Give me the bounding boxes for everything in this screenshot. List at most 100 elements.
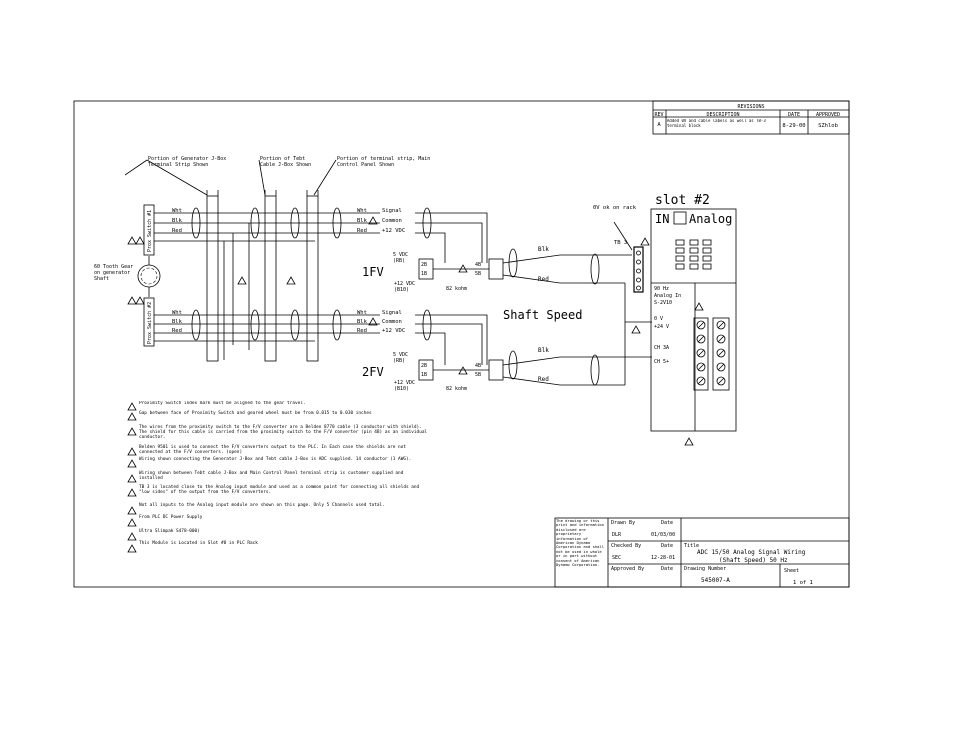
conv1-rb: (RB) <box>393 258 405 264</box>
drawing-number: 545007-A <box>701 577 730 584</box>
lower-wiring: Wht Blk Red Wht Blk Red Signal Common +1… <box>154 309 488 365</box>
cable-red-2: Red <box>538 376 549 383</box>
rev-description: Added 0V and cable labels as well as TB-… <box>667 119 766 128</box>
upper-wiring: Wht Blk Red Wht Blk Red Signal Common +1… <box>154 207 488 360</box>
tb3-label: TB 3 <box>614 240 627 246</box>
module-90hz: 90 Hz <box>654 286 669 292</box>
drawing-number-label: Drawing Number <box>684 566 726 572</box>
title-line-1: ADC 15/50 Analog Signal Wiring <box>697 549 806 556</box>
module-ch5: CH 5+ <box>654 359 669 365</box>
conv1-4b: 4B <box>475 262 481 268</box>
prox-switch-1-label: Prox Switch #1 <box>147 210 153 252</box>
common-2: Common <box>382 319 402 325</box>
title-line-2: (Shaft Speed) 50 Hz <box>719 557 788 564</box>
converter-2fv-name: 2FV <box>362 365 384 379</box>
output-cables: Blk Red Blk Red <box>502 221 652 386</box>
checked-date-label: Date <box>661 543 673 549</box>
revision-block: REVISIONS REV DESCRIPTION DATE APPROVED … <box>652 100 850 135</box>
conv1-1b: 1B <box>421 271 427 277</box>
module-0v: 0 V <box>654 316 663 322</box>
gear-label: 60 Tooth Gear on generator Shaft <box>94 264 134 282</box>
wire-red-1: Red <box>172 228 182 234</box>
prox-switch-2-label: Prox Switch #2 <box>147 302 153 344</box>
checked-by-label: Checked By <box>611 543 641 549</box>
conv2-rb: (RB) <box>393 358 405 364</box>
converter-2fv: 2FV 5 VDC (RB) +12 VDC (B10) 2B 1B 4B 5B… <box>362 350 518 392</box>
tb3-terminal-block <box>633 246 644 293</box>
wire-blk-2: Blk <box>172 319 183 325</box>
screw-terminals <box>693 317 730 391</box>
sensor-assembly: Prox Switch #1 Prox Switch #2 60 Tooth G… <box>94 204 161 347</box>
prox-switch-1 <box>143 204 155 256</box>
shaft-speed-label: Shaft Speed <box>503 308 582 322</box>
conv1-b10: (B10) <box>394 287 409 293</box>
callouts: Portion of Generator J-Box Terminal Stri… <box>124 156 431 196</box>
checked-date: 12-28-01 <box>651 555 675 561</box>
revisions-header: REVISIONS <box>737 104 764 110</box>
prox-switch-2 <box>143 297 155 347</box>
plus12-2: +12 VDC <box>382 328 405 334</box>
conv1-5vdc: 5 VDC <box>393 252 408 258</box>
note-1: Proximity Switch index mark must be alig… <box>139 401 306 406</box>
wire-wht-1b: Wht <box>357 208 367 214</box>
wire-red-1b: Red <box>357 228 367 234</box>
wire-red-2: Red <box>172 328 182 334</box>
zero-v-label: 0V ok on rack <box>593 205 637 211</box>
rev-col: REV <box>654 112 663 118</box>
conv2-2b: 2B <box>421 363 427 369</box>
module-analog-in: Analog In <box>654 293 681 299</box>
drawn-date: 01/03/00 <box>651 532 675 538</box>
note-3: The wires from the proximity switch to t… <box>139 425 428 440</box>
wire-wht-2b: Wht <box>357 310 367 316</box>
date-col: DATE <box>788 112 800 118</box>
note-5: Wiring shown connecting the Generator J-… <box>139 457 412 462</box>
rev-date: 8-29-00 <box>782 123 805 129</box>
rev-approved: SZhlob <box>818 123 838 129</box>
title-block: The drawing or this print and informatio… <box>554 517 850 588</box>
converter-1fv-name: 1FV <box>362 265 384 279</box>
signal-2: Signal <box>382 310 402 316</box>
note-2: Gap between face of Proximity Switch and… <box>139 411 372 416</box>
module-slot: slot #2 <box>655 193 710 208</box>
note-10: Ultra Slimpak S478-000) <box>139 529 200 534</box>
wire-blk-1: Blk <box>172 218 183 224</box>
cable-red-1: Red <box>538 276 549 283</box>
module-ch3a: CH 3A <box>654 345 669 351</box>
terminal-strips <box>206 190 319 362</box>
note-11: This Module is Located in Slot #8 in PLC… <box>139 541 258 546</box>
common-1: Common <box>382 218 402 224</box>
note-4: Belden 9501 is used to connect the F/V c… <box>139 445 406 455</box>
sheet-label: Sheet <box>784 568 799 574</box>
approved-col: APPROVED <box>816 112 840 118</box>
conv2-1b: 1B <box>421 372 427 378</box>
sheet-border <box>73 100 850 588</box>
module-24v: +24 V <box>654 324 669 330</box>
conv1-resistor: 82 kohm <box>446 286 467 292</box>
conv2-b10: (B10) <box>394 386 409 392</box>
conv2-4b: 4B <box>475 363 481 369</box>
drawn-name: DLR <box>612 532 622 538</box>
cable-blk-1: Blk <box>538 246 549 253</box>
cable-blk-2: Blk <box>538 347 549 354</box>
conv2-5vdc: 5 VDC <box>393 352 408 358</box>
wire-blk-2b: Blk <box>357 319 368 325</box>
callout-main: Portion of terminal strip, Main Control … <box>337 156 431 168</box>
checked-name: SEC <box>612 555 621 561</box>
module-model: S-2V10 <box>654 300 672 306</box>
converter-1fv: 1FV 5 VDC (RB) +12 VDC (B10) 2B 1B 4B 5B… <box>362 248 518 293</box>
conv1-5b: 5B <box>475 271 481 277</box>
desc-col: DESCRIPTION <box>706 112 739 118</box>
title-label: Title <box>684 543 699 549</box>
wire-wht-2: Wht <box>172 310 182 316</box>
wire-wht-1: Wht <box>172 208 182 214</box>
wire-blk-1b: Blk <box>357 218 368 224</box>
signal-1: Signal <box>382 208 402 214</box>
callout-generator: Portion of Generator J-Box Terminal Stri… <box>148 156 227 168</box>
sheet-value: 1 of 1 <box>793 580 813 586</box>
note-7: TB 3 is located close to the Analog inpu… <box>139 485 420 495</box>
module-analog: Analog <box>689 212 732 226</box>
callout-tebt: Portion of Tebt Cable J-Box Shown <box>260 156 312 168</box>
proprietary-notice: The drawing or this print and informatio… <box>556 519 605 568</box>
notes-list: Proximity Switch index mark must be alig… <box>127 401 428 553</box>
